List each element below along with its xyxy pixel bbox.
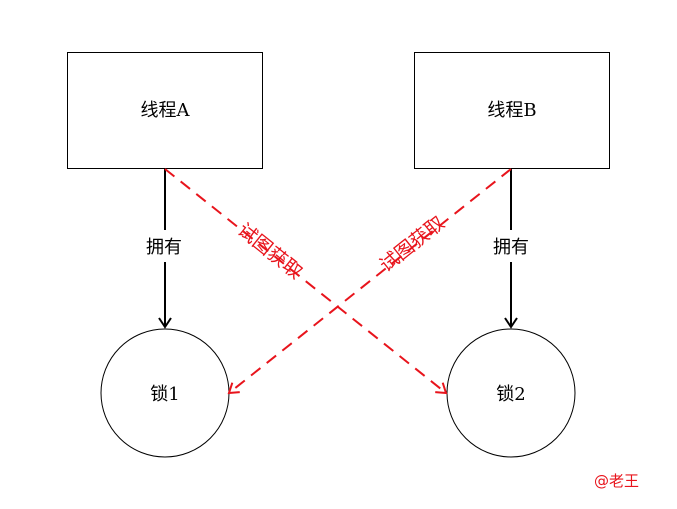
thread-b-label: 线程B <box>487 100 536 121</box>
edge-a-owns-lock1: 拥有 <box>146 169 182 329</box>
edge-b-tries-lock1-line <box>227 168 512 395</box>
edge-a-tries-lock2-label: 试图获取 <box>233 219 306 284</box>
watermark-text: @老王 <box>593 472 639 490</box>
lock-2-label: 锁2 <box>496 384 525 405</box>
lock-1-node: 锁1 <box>100 328 230 458</box>
thread-a-label: 线程A <box>141 100 191 121</box>
lock-2-node: 锁2 <box>446 328 576 458</box>
thread-a-box <box>67 52 263 169</box>
edge-b-owns-lock2: 拥有 <box>493 169 529 329</box>
edge-a-owns-lock1-label: 拥有 <box>146 237 182 258</box>
thread-a-node: 线程A <box>67 52 263 169</box>
edge-b-tries-lock1-label: 试图获取 <box>376 212 449 277</box>
edge-b-owns-lock2-label: 拥有 <box>493 237 529 258</box>
thread-b-box <box>414 52 610 169</box>
lock-1-label: 锁1 <box>150 384 179 405</box>
thread-b-node: 线程B <box>414 52 610 169</box>
